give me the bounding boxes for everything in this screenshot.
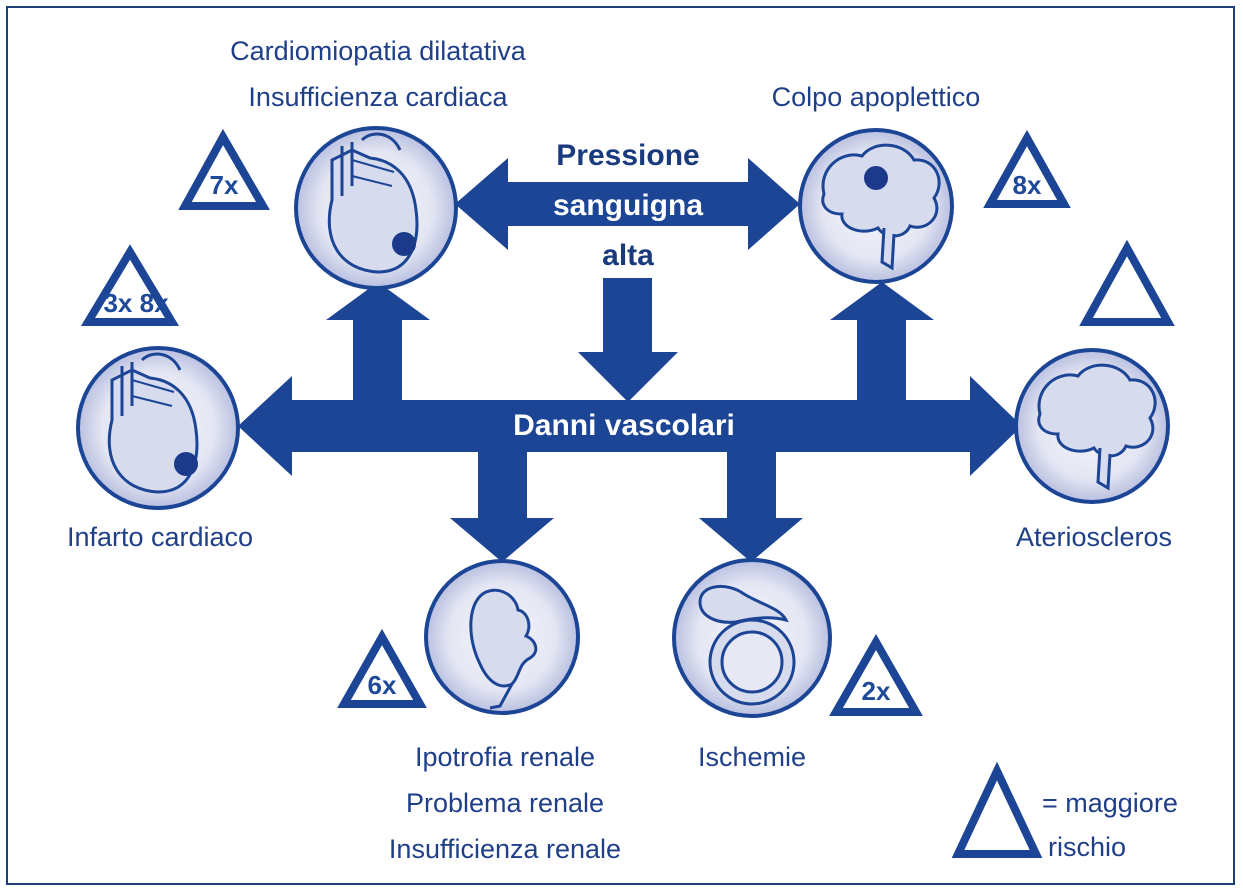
risk-label-6x: 6x (367, 670, 397, 700)
legend-line-2: rischio (1048, 832, 1127, 862)
heart-top-infarct-dot (392, 232, 416, 256)
legend-line-1: = maggiore (1042, 788, 1178, 818)
label-infarto-cardiaco: Infarto cardiaco (66, 522, 254, 552)
risk-triangles (80, 128, 1175, 858)
hub-label: Danni vascolari (513, 409, 735, 442)
label-colpo-apoplettico: Colpo apoplettico (771, 82, 981, 112)
pressure-line-3: alta (602, 239, 654, 272)
brain-icon (821, 143, 941, 271)
risk-label-2x: 2x (861, 676, 891, 706)
brain-stroke-dot (864, 166, 888, 190)
heart-left-infarct-dot (174, 452, 198, 476)
label-cardiomiopatia: Cardiomiopatia dilatativa (230, 36, 526, 66)
risk-label-7x: 7x (209, 170, 239, 200)
down-arrow-kidney (450, 452, 554, 562)
label-aterioscleros: Aterioscleros (1015, 522, 1173, 552)
label-ipotrofia-renale: Ipotrofia renale (414, 742, 596, 772)
pressure-line-2: sanguigna (552, 189, 704, 222)
legend-triangle (951, 761, 1043, 858)
pressure-line-1: Pressione (556, 139, 700, 172)
label-insufficienza-cardiaca: Insufficienza cardiaca (248, 82, 508, 112)
risk-triangle-blank (1079, 239, 1175, 326)
down-arrow-eye (699, 452, 803, 562)
pressure-down-arrow (578, 278, 678, 402)
label-insufficienza-renale: Insufficienza renale (388, 834, 622, 864)
up-arrow-heart (326, 282, 430, 400)
brain-icon (1037, 363, 1157, 491)
eye-icon (698, 584, 796, 706)
up-arrow-brain (830, 282, 934, 400)
risk-triangle-7x (178, 128, 270, 210)
horizontal-double-arrow (238, 376, 1022, 476)
risk-triangle-3x8x (80, 244, 180, 326)
risk-label-8x: 8x (1012, 170, 1042, 200)
arrows (238, 158, 1022, 562)
risk-triangle-8x (983, 129, 1071, 208)
risk-label-3x8x: 3x 8x (103, 288, 169, 318)
label-ischemie: Ischemie (697, 742, 807, 772)
kidney-icon (469, 588, 538, 710)
risk-triangle-6x (337, 628, 427, 708)
top-double-arrow (455, 158, 800, 250)
label-problema-renale: Problema renale (405, 788, 605, 818)
risk-triangle-2x (829, 633, 923, 716)
